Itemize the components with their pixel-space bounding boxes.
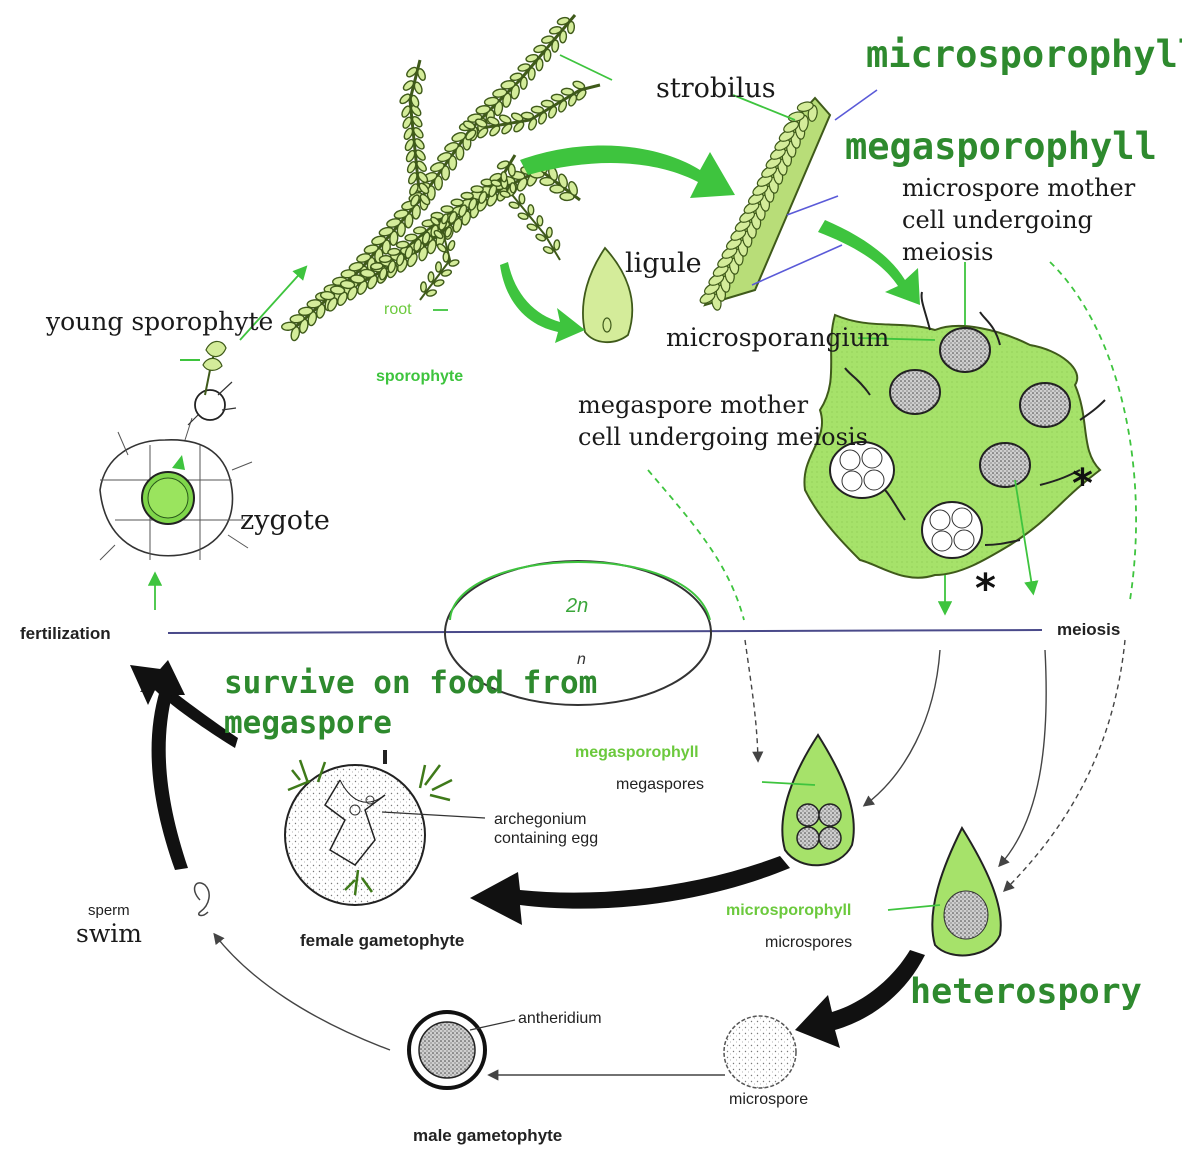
label-swim: swim [76,921,142,946]
label-microspore: microspore [729,1092,808,1108]
plant-leaf-scale [510,183,516,193]
label-microspore-mother-2: cell undergoing [902,208,1093,232]
plant-leaf-scale [428,272,434,282]
plant-leaf-scale [421,282,427,292]
plant-leaf-scale [416,68,426,82]
label-megasporophyll-big: megasporophyll [845,128,1157,165]
sperm-cell [195,883,210,916]
sporophyte-plant [281,15,600,341]
plant-leaf-scale [546,227,552,237]
asterisk-mark-2: * [975,566,996,612]
label-heterospory: heterospory [910,975,1142,1010]
plant-leaf-scale [521,112,533,119]
female-gametophyte [285,750,485,905]
label-megaspore-mother-2: cell undergoing meiosis [578,425,868,449]
label-megaspores: megaspores [616,777,704,793]
label-microspore-mother-1: microspore mother [902,176,1135,200]
zygote-cell-cluster [100,418,252,560]
plant-leaf-scale [413,227,426,235]
plant-leaf-scale [544,49,552,62]
plant-leaf-scale [413,81,423,95]
plant-leaf-scale [575,88,588,101]
plant-leaf-scale [554,240,560,250]
label-sporophyte: sporophyte [376,369,463,385]
label-male-gametophyte: male gametophyte [413,1127,562,1144]
label-microsporangium: microsporangium [666,325,889,350]
label-archegonium-2: containing egg [494,831,598,847]
plant-leaf-scale [561,88,573,95]
microsporophyll-leaf [932,828,1000,955]
label-meiosis: meiosis [1057,621,1120,638]
label-root: root [384,302,412,318]
label-archegonium-1: archegonium [494,812,587,828]
plant-leaf-scale [443,252,449,262]
plant-leaf-scale [471,186,483,193]
plant-leaf-scale [436,262,442,272]
plant-leaf-scale [447,240,456,251]
megasporophyll-leaf [782,735,853,865]
label-microsporophyll-small: microsporophyll [726,903,851,919]
plant-leaf-scale [379,255,392,263]
label-survive-line-1: survive on food from [224,668,597,699]
plant-leaf-scale [531,106,543,113]
label-fertilization: fertilization [20,625,111,642]
label-antheridium: antheridium [518,1011,602,1027]
plant-leaf-scale [537,216,543,226]
plant-leaf-scale [572,80,586,90]
plant-leaf-scale [498,114,512,125]
label-microspores: microspores [765,935,852,951]
plant-leaf-scale [388,248,401,256]
label-female-gametophyte: female gametophyte [300,932,464,949]
plant-leaf-scale [559,31,567,44]
megasporangium-2 [922,502,982,558]
plant-leaf-scale [551,94,563,101]
plant-leaf-scale [486,116,500,127]
microspore-cell [724,1016,796,1088]
label-survive-line-2: megaspore [224,708,392,739]
plant-leaf-scale [405,234,418,242]
label-strobilus: strobilus [656,75,776,102]
plant-leaf-scale [520,77,528,90]
label-zygote: zygote [240,507,330,534]
label-young-sporophyte: young sporophyte [46,309,273,334]
plant-leaf-scale [396,241,409,249]
label-megasporophyll-small: megasporophyll [575,745,699,761]
plant-leaf-scale [567,21,575,34]
plant-leaf-scale [501,172,507,182]
plant-leaf-scale [541,100,553,107]
male-gametophyte [409,1012,515,1088]
label-diploid: 2n [566,596,588,616]
plant-leaf-scale [528,205,534,215]
label-megaspore-mother-1: megaspore mother [578,393,808,417]
plant-leaf-scale [508,164,515,176]
plant-leaf-scale [536,58,544,71]
label-sperm: sperm [88,903,130,918]
label-microsporophyll-big: microsporophyll [866,36,1182,73]
plant-leaf-scale [371,262,384,270]
label-microspore-mother-3: meiosis [902,240,993,264]
asterisk-mark-1: * [1072,461,1093,507]
plant-leaf-scale [461,192,473,199]
plant-leaf-scale [551,40,559,53]
label-ligule: ligule [625,250,702,277]
plant-leaf-scale [451,199,463,206]
plant-leaf-scale [441,206,453,213]
plant-leaf-scale [519,194,525,204]
plant-leaf-scale [528,68,536,81]
